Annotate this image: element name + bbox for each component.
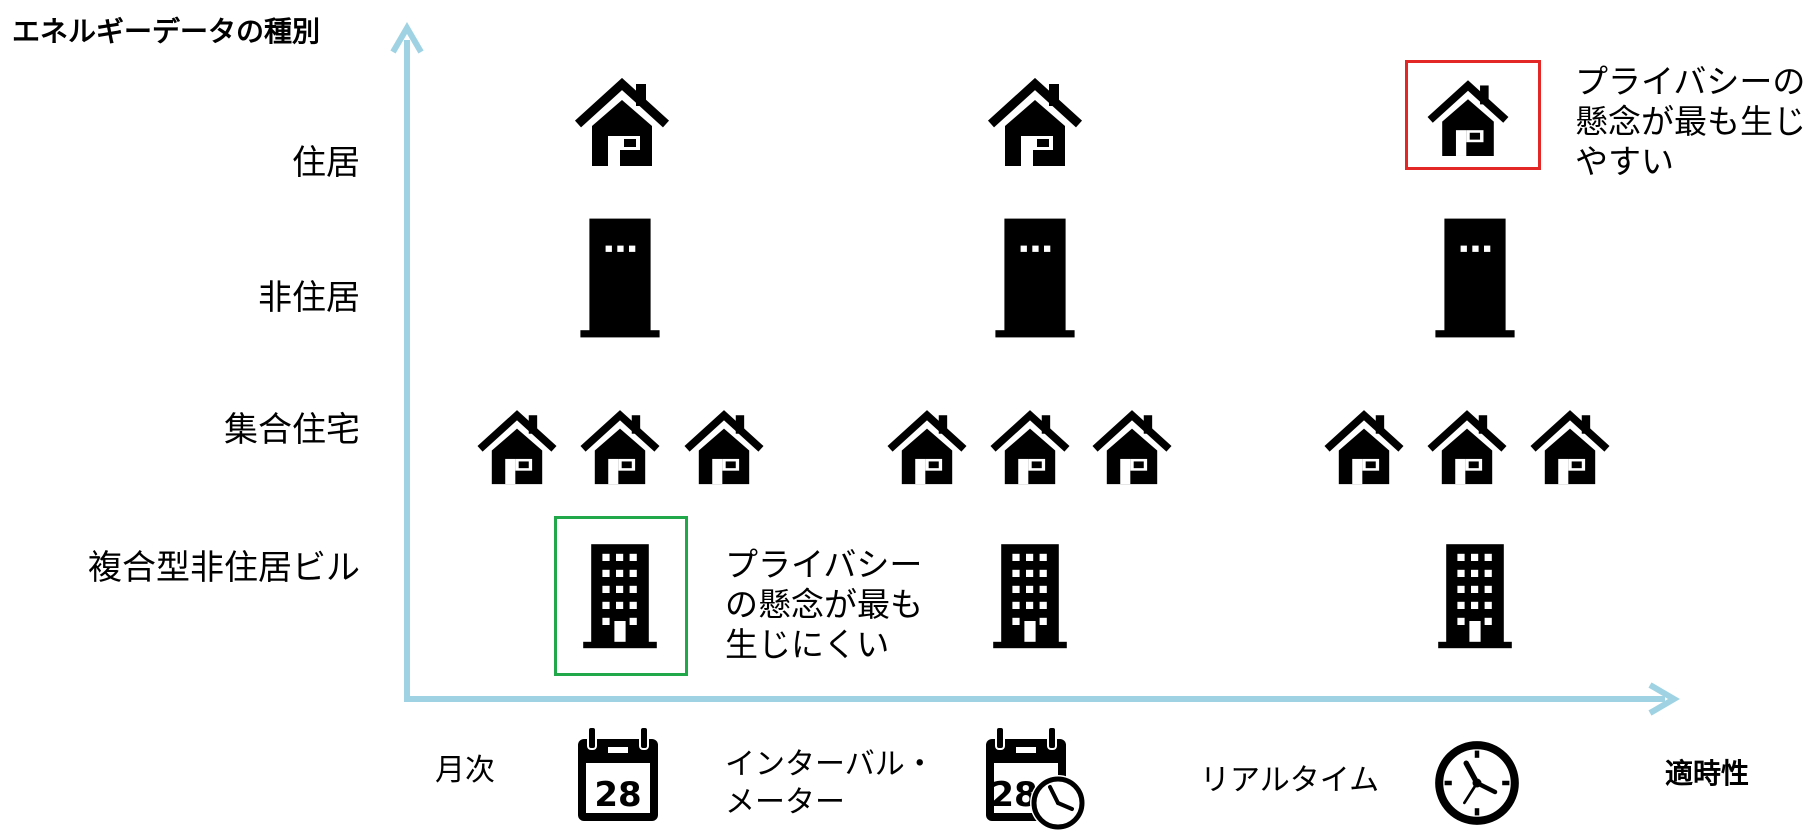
x-label-interval-line2: メーター: [725, 785, 845, 820]
house-icon: [572, 78, 672, 168]
y-label-multifamily: 集合住宅: [224, 410, 360, 450]
office-tower-icon: [1435, 537, 1515, 657]
x-label-monthly: 月次: [435, 753, 495, 788]
office-tower-icon: [990, 537, 1070, 657]
house-icon: [1528, 410, 1612, 486]
building-icon: [575, 215, 665, 341]
house-icon: [475, 410, 559, 486]
calendar-day-text: 28: [990, 775, 1037, 815]
x-label-realtime: リアルタイム: [1200, 763, 1380, 798]
high-privacy-note: プライバシーの 懸念が最も生じ やすい: [1575, 62, 1806, 182]
x-label-interval-meter: インターバル・ メーター: [725, 746, 935, 822]
calendar-clock-icon: 28: [986, 726, 1086, 831]
calendar-day-text: 28: [594, 775, 641, 815]
high-privacy-highlight-box: [1405, 60, 1541, 170]
low-privacy-note-line3: 生じにくい: [725, 625, 890, 664]
y-label-non-residential: 非住居: [258, 278, 360, 318]
x-label-interval-line1: インターバル・: [725, 747, 935, 782]
x-axis-arrowhead: [1648, 682, 1680, 716]
house-icon: [682, 410, 766, 486]
low-privacy-note-line2: の懸念が最も: [725, 585, 923, 624]
house-icon: [1322, 410, 1406, 486]
low-privacy-note: プライバシー の懸念が最も 生じにくい: [725, 545, 923, 665]
house-icon: [985, 78, 1085, 168]
house-icon: [1425, 410, 1509, 486]
house-icon: [1090, 410, 1174, 486]
low-privacy-note-line1: プライバシー: [725, 545, 923, 584]
high-privacy-note-line1: プライバシーの: [1575, 62, 1806, 101]
y-label-mixed-use-building: 複合型非住居ビル: [88, 548, 360, 588]
high-privacy-note-line2: 懸念が最も生じ: [1575, 102, 1806, 141]
house-icon: [885, 410, 969, 486]
house-icon: [578, 410, 662, 486]
y-axis-arrowhead: [390, 22, 424, 54]
building-icon: [1430, 215, 1520, 341]
y-label-residential: 住居: [292, 143, 360, 183]
building-icon: [990, 215, 1080, 341]
low-privacy-highlight-box: [554, 516, 688, 676]
calendar-icon: 28: [578, 726, 658, 821]
high-privacy-note-line3: やすい: [1575, 142, 1674, 181]
house-icon: [988, 410, 1072, 486]
x-axis-title: 適時性: [1665, 757, 1750, 790]
y-axis-title: エネルギーデータの種別: [12, 15, 321, 48]
clock-icon: [1432, 738, 1522, 828]
